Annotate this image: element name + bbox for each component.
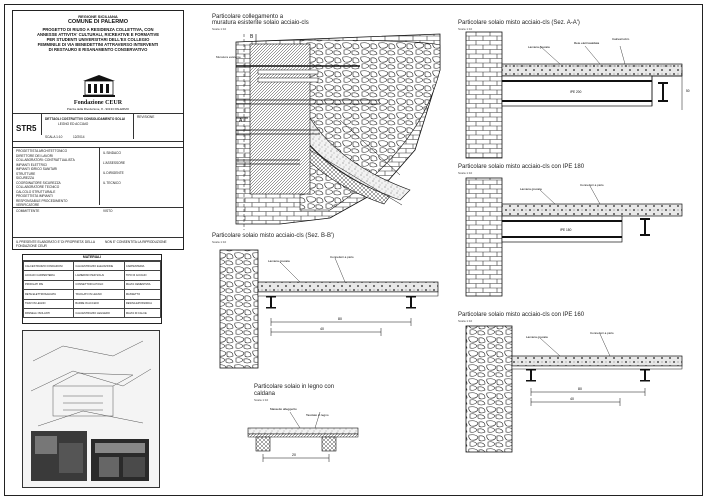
d5-label-lamiera: Lamiera grecata xyxy=(526,335,548,339)
detail-4-scale: Scala 1:10 xyxy=(212,240,227,244)
committente-label: COMMITTENTE xyxy=(16,209,40,213)
detail-2-section-aa xyxy=(465,31,683,159)
date-label: 12/2014 xyxy=(73,135,85,139)
d2-label-lamiera: Lamiera grecata xyxy=(528,45,550,49)
credit-5: STRUTTURE xyxy=(16,171,36,176)
detail-1-vault-connection xyxy=(235,33,441,230)
credit-0: PROGETTISTA ARCHITETTONICO xyxy=(16,149,68,153)
credit-8: COLLABORATORE TECNICO xyxy=(16,185,60,189)
d6-label-massetto: Massetto alleggerito xyxy=(270,407,297,411)
materials-grid: CALCESTRUZZO FONDAZIONI CALCESTRUZZO ELE… xyxy=(22,260,162,319)
drawing-sheet xyxy=(4,4,703,496)
credit-3: IMPIANTI ELETTRICI xyxy=(16,162,47,167)
table-cell: MALTA DI CALCE xyxy=(123,307,162,319)
detail-6-timber-floor xyxy=(247,411,359,462)
project-line-5: DI RESTAURO E RISANAMENTO CONSERVATIVO xyxy=(48,47,148,52)
detail-1-title-line2: muratura esistente solaio acciaio-cls xyxy=(212,20,309,26)
materials-table: MATERIALI CALCESTRUZZO FONDAZIONI CALCES… xyxy=(22,254,162,324)
d2-dim-50: 50 xyxy=(686,89,690,93)
footer-right: NON E' CONSENTITA LA RIPRODUZIONE xyxy=(105,240,167,244)
credit-9: CALCOLO STRUTTURALE xyxy=(16,189,56,194)
drawing-subtitle: LEGNO ED ACCIAIO xyxy=(58,122,89,126)
sketch-image xyxy=(30,340,152,481)
table-cell: PANNELLI ISOLANTI xyxy=(22,307,75,319)
credit-2: COLLABORATORI: CONTRATTUALISTA xyxy=(16,158,75,162)
d3-label-connettori: Connettori a piolo xyxy=(580,183,604,187)
visto-label: VISTO xyxy=(103,209,113,213)
section-mark-b: B xyxy=(250,34,254,40)
detail-2-title: Particolare solaio misto acciaio-cls (Se… xyxy=(458,20,580,26)
detail-3-ipe180 xyxy=(465,177,683,297)
detail-5-scale: Scala 1:10 xyxy=(458,319,473,323)
d3-label-ipe180: IPE 180 xyxy=(560,228,572,232)
table-row: PANNELLI ISOLANTI CALCESTRUZZO LEGGERO M… xyxy=(22,307,162,319)
detail-3-title: Particolare solaio misto acciaio-cls con… xyxy=(458,164,585,170)
credit-12: VERIFICATORE xyxy=(16,203,40,207)
region-label: REGIONE SICILIANA xyxy=(78,14,118,19)
detail-5-ipe160 xyxy=(465,325,683,453)
detail-3-scale: Scala 1:10 xyxy=(458,171,473,175)
detail-1-scale: Scala 1:10 xyxy=(212,27,227,31)
signature-2: IL DIRIGENTE xyxy=(103,171,124,175)
detail-5-title: Particolare solaio misto acciaio-cls con… xyxy=(458,312,585,318)
title-block: REGIONE SICILIANA COMUNE DI PALERMO PROG… xyxy=(12,10,184,250)
footer-left: IL PRESENTE ELABORATO E' DI PROPRIETA' D… xyxy=(16,240,95,248)
d6-dim-20: 20 xyxy=(292,453,296,457)
materials-title: MATERIALI xyxy=(23,255,161,261)
scale-note: SCALA 1:10 xyxy=(45,135,63,139)
credit-4: IMPIANTI IDRICO SANITARI xyxy=(16,167,58,171)
d4-label-lamiera: Lamiera grecata xyxy=(268,259,290,263)
credit-1: DIRETTORE DEI LAVORI xyxy=(16,153,53,158)
d2-label-rete: Rete elettrosaldata xyxy=(574,41,600,45)
detail-1-title: Particolare collegamento a xyxy=(212,14,284,20)
foundation-address: Piazza della Rivoluzione, 8 - 90133 PALE… xyxy=(66,107,130,111)
project-line-1: PROGETTO DI RIUSO A RESIDENZA COLLETTIVA… xyxy=(42,27,154,32)
credit-10: PROGETTISTA IMPIANTI xyxy=(16,194,53,198)
d3-label-lamiera: Lamiera grecata xyxy=(520,187,542,191)
detail-6-title: Particolare solaio in legno con xyxy=(254,384,335,390)
d5-dim-80: 80 xyxy=(578,387,582,391)
reference-photo-panel xyxy=(22,330,160,488)
sheet-description: DETTAGLI COSTRUTTIVI CONSOLIDAMENTO SOLA… xyxy=(45,117,125,121)
d4-dim-80: 80 xyxy=(338,317,342,321)
detail-4-title: Particolare solaio misto acciaio-cls (Se… xyxy=(212,233,335,239)
d5-dim-40: 40 xyxy=(570,397,574,401)
signature-1: L'ASSESSORE xyxy=(103,161,126,165)
section-mark-a: A xyxy=(239,118,243,124)
city-label: COMUNE DI PALERMO xyxy=(67,19,129,25)
d4-label-connettori: Connettori a piolo xyxy=(330,255,354,259)
d4-dim-40: 40 xyxy=(320,327,324,331)
foundation-logo-icon xyxy=(83,75,115,97)
credit-11: RESPONSABILE PROCEDIMENTO xyxy=(16,198,68,203)
project-line-3: PER STUDENTI UNIVERSITARI DELL'EX COLLEG… xyxy=(46,37,150,42)
d6-label-tavolato: Tavolato in legno xyxy=(306,413,329,417)
revision-header: REVISIONE xyxy=(137,115,155,119)
credit-7: COORDINATORE SICUREZZA xyxy=(16,180,61,185)
signature-3: IL TECNICO xyxy=(103,181,121,185)
detail-6-scale: Scala 1:10 xyxy=(254,398,269,402)
d5-label-connettori: Connettori a piolo xyxy=(590,331,614,335)
sheet-code: STR5 xyxy=(16,124,37,133)
signature-0: IL SINDACO xyxy=(103,151,121,155)
detail-6-title-line2: caldana xyxy=(254,391,276,397)
wall-label-1: Muratura esistente xyxy=(216,55,241,59)
project-line-2: ANNESSE ATTIVITA' CULTURALI, RICREATIVE … xyxy=(36,32,160,37)
detail-4-section-bb xyxy=(219,249,439,369)
project-line-4: FEMMINILE DI VIA BENEDETTINI ATTRAVERSO … xyxy=(37,42,159,47)
foundation-name: Fondazione CEUR xyxy=(73,100,123,106)
d2-label-cls: Calcestruzzo xyxy=(612,37,630,41)
credit-6: SICUREZZA xyxy=(16,176,35,180)
d2-label-ipe200: IPE 200 xyxy=(570,90,582,94)
detail-2-scale: Scala 1:10 xyxy=(458,27,473,31)
